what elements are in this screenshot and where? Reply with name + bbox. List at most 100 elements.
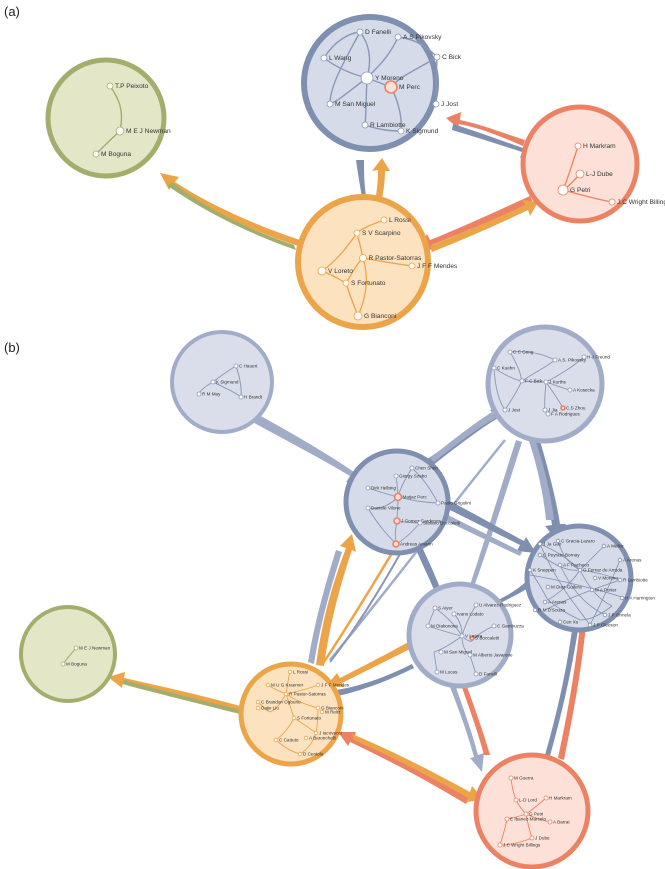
b-orange-node-label: D Centola [303,752,324,757]
b-topright-node [543,379,549,385]
b-topright-node [542,407,548,413]
a-orange-node [353,229,361,237]
a-orange-node-label: S V Scarpino [362,230,401,237]
a-salmon-node-label: L-J Dube [586,171,613,178]
a-slate-node-label: K Sigmund [406,128,439,135]
a-green-node-label: T.P Peixoto [115,83,149,90]
flow-green-to-orange [122,680,241,714]
a-slate-node [397,127,405,135]
b-right-node [617,557,623,563]
a-orange-node-label: R Pastor-Satorras [369,255,422,262]
b-midright-node [491,623,497,629]
a-orange-node-label: L Rossi [389,217,411,224]
flow-topright-to-center [430,412,496,462]
flow-center-to-orange [308,550,342,664]
b-orange-node [297,751,303,757]
b-midright-node [459,633,465,639]
b-small-node [210,379,216,385]
a-salmon-node [557,184,569,196]
b-topright-node [519,378,525,384]
flow-green-to-orange [168,182,296,250]
b-small-node [233,363,239,369]
flow-salmon-to-right [558,625,586,760]
b-right-node [589,587,595,593]
b-right-node-label: G Ferraz de Arruda [583,568,623,573]
flow-center-to-right [440,498,536,553]
b-orange-node [315,682,321,688]
b-center-node [392,540,400,548]
b-right-node-label: M Diaz-Guilera [551,585,582,590]
flow-right-to-center [444,514,522,556]
b-right-node [537,552,543,558]
b-midright-node-label: C Gambuzza [497,624,524,629]
a-salmon-node [608,198,616,206]
b-right-node-label: R M D'Souza [538,608,565,613]
flow-right-to-salmon [539,630,578,770]
b-center-node [417,520,423,526]
a-slate-node [356,28,364,36]
a-slate-node-label: M San Miguel [335,101,376,108]
b-orange-node [313,730,319,736]
b-right-node-label: K Sneppen [533,568,556,573]
community-b-green [19,605,117,703]
b-right-node [555,538,561,544]
a-slate-node [320,54,328,62]
b-orange-node-label: J Iacovacci [319,731,342,736]
b-topright-node [581,354,587,360]
b-midright-node-label: U Alvarez-Rodriguez [479,603,522,608]
a-orange-node-label: V Loreto [328,268,353,275]
b-orange-node-label: Dajie Liu [261,706,279,711]
b-small-node-label: H Brandt [244,395,263,400]
b-midright-node-label: M Alberto Javarone [473,653,513,658]
b-orange-node-label: G Bianconi [321,706,343,711]
b-center-node-label: Matjaz Perc [403,495,428,500]
b-orange-node [315,705,321,711]
a-orange-node [353,311,363,321]
community-b-orange [238,661,344,767]
b-topright-node-label: A.S. Pikovsky [558,358,587,363]
b-right-node [545,584,551,590]
b-salmon-node [504,816,510,822]
a-slate-node-label: R Lambiotte [370,122,406,129]
b-center-node-label: Chen Shen [415,466,438,471]
b-right-node [537,541,543,547]
b-midright-node [425,623,431,629]
b-right-node-label: H A Harrington [625,596,655,601]
flow-salmon-to-orange [338,732,470,804]
flow-orange-to-salmon [430,200,538,252]
b-midright-node [438,649,444,655]
flow-slate-to-salmon [452,124,535,158]
community-b-center [343,448,451,556]
flow-orange-to-midright [336,664,414,696]
b-right-node [601,543,607,549]
flows-a [160,112,538,252]
flow-topright-to-midright [464,440,522,600]
b-right-node [557,619,563,625]
b-right-node [617,577,623,583]
community-a-green [45,57,167,179]
b-salmon-node-label: L-D Lord [519,798,537,803]
b-topright-node [507,349,513,355]
b-midright-node [469,635,475,641]
community-b-right [524,523,634,633]
b-midright-node-label: M San Miguel [444,650,472,655]
a-green-node-label: M Boguna [101,151,131,158]
a-slate-node-label: D Fanelli [365,29,392,36]
b-right-node [587,622,593,628]
b-topright-node-label: A Kosecka [573,388,595,393]
b-topright-node-label: C.S Zhou [566,406,586,411]
b-orange-node [273,737,279,743]
b-right-node-label: A Arenas [623,558,642,563]
a-slate-node [326,100,334,108]
b-midright-node [432,605,438,611]
a-orange-node [380,216,388,224]
b-topright-node-label: J Jost [508,408,521,413]
b-small-node-label: K Sigmund [216,380,239,385]
a-slate-node-label: Y Moreno [375,75,404,82]
b-center-node-label: Paolo Grigolini [441,501,471,506]
b-topright-node [491,365,497,371]
b-topright-node-label: F A Rodrigues [551,412,581,417]
a-green-node [115,126,125,136]
b-midright-node-label: D Fanelli [479,672,497,677]
